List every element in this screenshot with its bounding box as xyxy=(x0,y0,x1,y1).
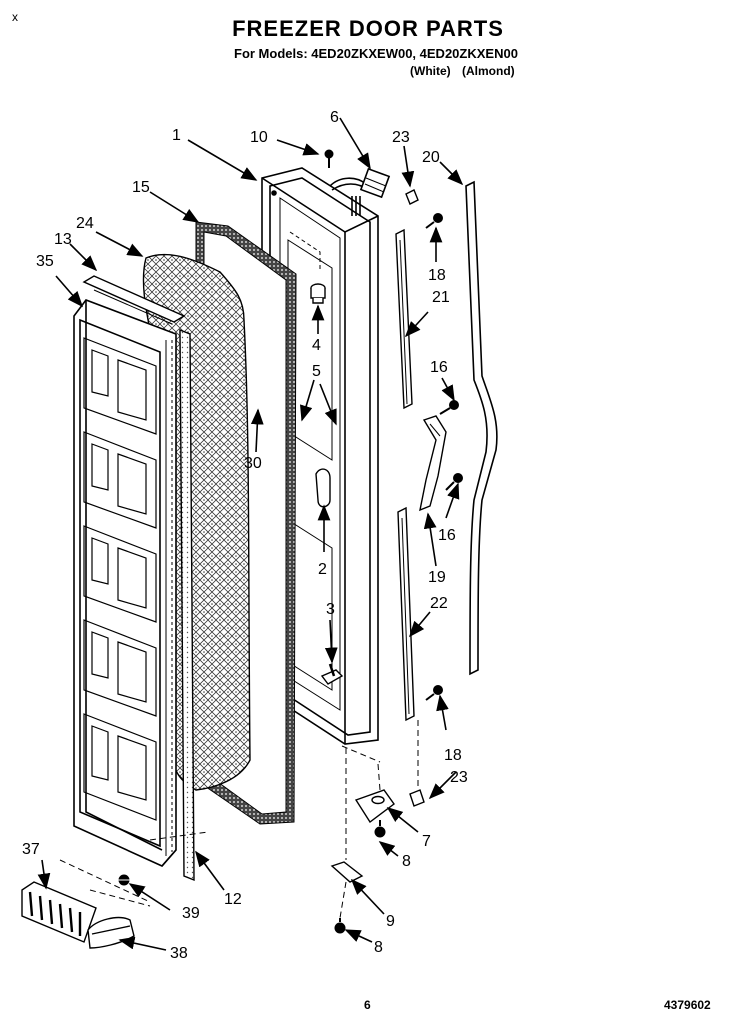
callout-15: 15 xyxy=(132,179,150,196)
callout-24: 24 xyxy=(76,215,94,232)
screw-18-top xyxy=(425,213,443,229)
callout-12: 12 xyxy=(224,891,242,908)
screw-10 xyxy=(324,149,334,168)
tube-2 xyxy=(315,468,331,508)
corner-mark: x xyxy=(12,10,18,24)
callout-13: 13 xyxy=(54,231,72,248)
color-almond-label: (Almond) xyxy=(462,64,515,78)
cover-38 xyxy=(87,916,135,949)
hinge-bracket-19 xyxy=(419,415,447,512)
hinge-7 xyxy=(354,789,395,824)
leader-lines xyxy=(37,117,464,951)
callout-21: 21 xyxy=(432,289,450,306)
callout-19: 19 xyxy=(428,569,446,586)
side-trim-12 xyxy=(179,328,195,882)
callout-23-bottom: 23 xyxy=(450,769,468,786)
models-line: For Models: 4ED20ZKXEW00, 4ED20ZKXEN00 xyxy=(234,46,518,61)
callout-30: 30 xyxy=(244,455,262,472)
callout-18-top: 18 xyxy=(428,267,446,284)
callout-6: 6 xyxy=(330,109,339,126)
callout-35: 35 xyxy=(36,253,54,270)
callout-9: 9 xyxy=(386,913,395,930)
screw-39 xyxy=(118,874,130,886)
callout-38: 38 xyxy=(170,945,188,962)
callout-8-upper: 8 xyxy=(402,853,411,870)
grommet-4 xyxy=(310,283,326,304)
callout-1: 1 xyxy=(172,127,181,144)
callout-8-lower: 8 xyxy=(374,939,383,956)
door-stop-23-top xyxy=(405,189,419,205)
page-number: 6 xyxy=(364,998,371,1012)
callout-18-bottom: 18 xyxy=(444,747,462,764)
inner-door-liner xyxy=(73,299,177,867)
door-stop-23-bottom xyxy=(409,789,425,807)
wire-harness xyxy=(329,167,391,216)
screw-16-upper xyxy=(439,400,459,415)
callout-2: 2 xyxy=(318,561,327,578)
channel-22 xyxy=(397,506,415,722)
page-title: FREEZER DOOR PARTS xyxy=(232,16,504,41)
screw-8-lower xyxy=(334,918,346,934)
door-handle-20 xyxy=(465,180,498,676)
callout-39: 39 xyxy=(182,905,200,922)
callout-23-top: 23 xyxy=(392,129,410,146)
callout-20: 20 xyxy=(422,149,440,166)
callout-4: 4 xyxy=(312,337,321,354)
clip-3 xyxy=(320,663,344,685)
screw-8-upper xyxy=(374,820,386,838)
top-trim-13 xyxy=(82,275,186,325)
callout-16-upper: 16 xyxy=(430,359,448,376)
channel-21 xyxy=(395,228,413,410)
callout-22: 22 xyxy=(430,595,448,612)
callout-7: 7 xyxy=(422,833,431,850)
bracket-9 xyxy=(330,861,364,883)
callout-37: 37 xyxy=(22,841,40,858)
callout-3: 3 xyxy=(326,601,335,618)
callout-5: 5 xyxy=(312,363,321,380)
document-number: 4379602 xyxy=(664,998,711,1012)
callout-10: 10 xyxy=(250,129,268,146)
callout-16-lower: 16 xyxy=(438,527,456,544)
grille-37 xyxy=(21,881,97,943)
screw-16-lower xyxy=(445,473,463,491)
assembly-guides-right xyxy=(339,720,419,919)
callout-labels: 1 10 6 23 20 15 24 13 35 18 21 4 5 16 30… xyxy=(22,109,468,962)
color-white-label: (White) xyxy=(410,64,451,78)
